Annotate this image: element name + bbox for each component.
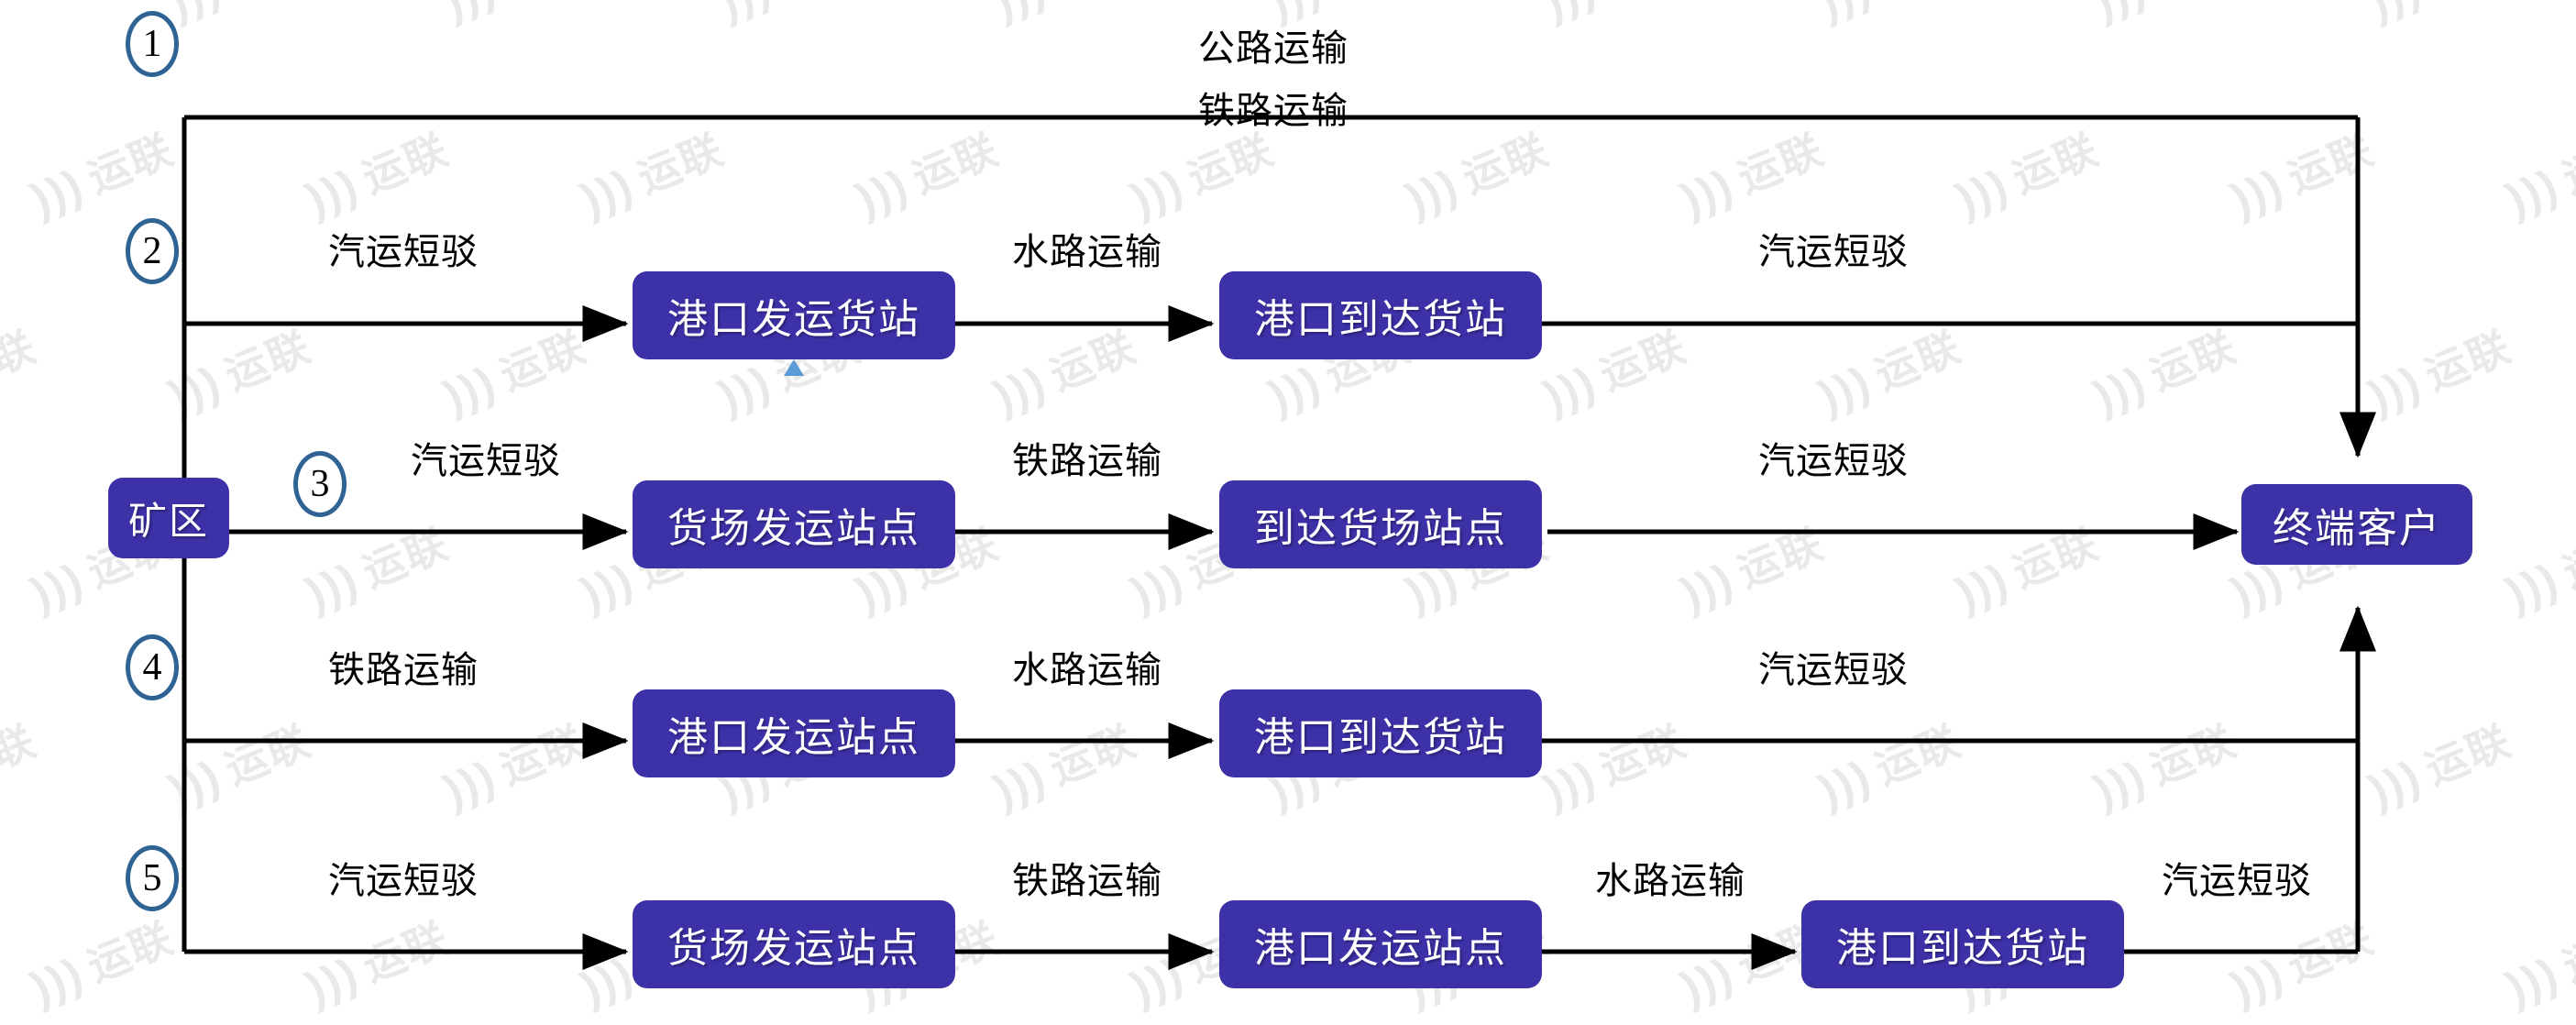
node-route2-origin-port[interactable]: 港口发运货站	[633, 271, 955, 359]
watermark-tile: )))运联	[986, 716, 1143, 818]
watermark-tile: )))运联	[1949, 125, 2106, 226]
watermark-tile: )))运联	[2086, 716, 2243, 818]
edge-label-road-transport: 公路运输	[1198, 28, 1349, 69]
watermark-tile: )))运联	[1399, 125, 1556, 226]
edge-label-rail-transport-top: 铁路运输	[1198, 90, 1349, 131]
watermark-tile: )))运联	[985, 0, 1145, 31]
node-route4-arrival-port[interactable]: 港口到达货站	[1219, 689, 1542, 777]
watermark-tile: )))运联	[2360, 0, 2520, 31]
edge-label-r3-truck-drayage-2: 汽运短驳	[1758, 440, 1909, 481]
watermark-tile: )))运联	[24, 125, 181, 226]
node-label: 港口到达货站	[1254, 715, 1507, 760]
watermark-tile: )))运联	[299, 913, 456, 1015]
node-route5-origin-port[interactable]: 港口发运站点	[1219, 900, 1542, 988]
node-mine[interactable]: 矿区	[108, 478, 229, 558]
edge-label-r5-waterway: 水路运输	[1595, 860, 1745, 901]
watermark-tile: )))运联	[435, 0, 595, 31]
watermark-tile: )))运联	[0, 322, 43, 400]
watermark-tile: )))运联	[1535, 0, 1695, 31]
watermark-tile: )))运联	[0, 0, 44, 31]
watermark-tile: )))运联	[299, 125, 456, 226]
step-marker-3: 3	[293, 451, 347, 517]
watermark-tile: )))运联	[161, 322, 318, 424]
step-marker-4: 4	[126, 634, 179, 700]
watermark-tile: )))运联	[2361, 716, 2518, 818]
node-label: 港口到达货站	[1254, 297, 1507, 342]
edge-label-r2-truck-drayage-2: 汽运短驳	[1758, 231, 1909, 272]
watermark-tile: )))运联	[2086, 322, 2243, 424]
node-route3-origin-yard[interactable]: 货场发运站点	[633, 480, 955, 568]
watermark-tile: )))运联	[1949, 519, 2106, 621]
edge-label-r3-truck-drayage-1: 汽运短驳	[411, 440, 561, 481]
watermark-tile: )))运联	[2499, 519, 2576, 621]
watermark-tile: )))运联	[1674, 125, 1831, 226]
node-route5-origin-yard[interactable]: 货场发运站点	[633, 900, 955, 988]
step-marker-2: 2	[126, 218, 179, 284]
edge-label-r4-rail: 铁路运输	[328, 649, 479, 690]
node-mine-label: 矿区	[127, 501, 209, 544]
watermark-tile: )))运联	[2224, 125, 2381, 226]
watermark-tile: )))运联	[849, 125, 1006, 226]
watermark-tile: )))运联	[2361, 322, 2518, 424]
node-label: 港口到达货站	[1836, 926, 2089, 971]
watermark-tile: )))运联	[1536, 716, 1693, 818]
node-label: 货场发运站点	[667, 506, 920, 551]
watermark-tile: )))运联	[1674, 519, 1831, 621]
step-marker-1: 1	[126, 11, 179, 77]
watermark-tile: )))运联	[299, 519, 456, 621]
watermark-tile: )))运联	[2499, 125, 2576, 226]
watermark-tile: )))运联	[1810, 0, 1970, 31]
stray-triangle-icon	[784, 359, 804, 376]
node-route2-arrival-port[interactable]: 港口到达货站	[1219, 271, 1542, 359]
edge-label-r4-truck-drayage: 汽运短驳	[1758, 649, 1909, 690]
node-label: 到达货场站点	[1254, 506, 1507, 551]
watermark-tile: )))运联	[24, 913, 181, 1015]
node-label: 港口发运站点	[1254, 926, 1507, 971]
node-route3-arrival-yard[interactable]: 到达货场站点	[1219, 480, 1542, 568]
edge-label-r2-waterway: 水路运输	[1012, 231, 1162, 272]
watermark-tile: )))运联	[160, 0, 320, 31]
step-marker-4-label: 4	[142, 646, 162, 689]
watermark-tile: )))运联	[574, 125, 731, 226]
watermark-tile: )))运联	[0, 716, 43, 794]
node-label: 货场发运站点	[667, 926, 920, 971]
edge-label-r5-rail: 铁路运输	[1012, 860, 1162, 901]
watermark-tile: )))运联	[986, 322, 1143, 424]
node-label: 港口发运站点	[667, 715, 920, 760]
node-terminal-label: 终端客户	[2273, 506, 2441, 551]
watermark-tile: )))运联	[161, 716, 318, 818]
edge-label-r3-rail: 铁路运输	[1012, 440, 1162, 481]
step-marker-5: 5	[126, 845, 179, 911]
step-marker-1-label: 1	[142, 23, 162, 65]
edge-label-r5-truck-drayage-1: 汽运短驳	[328, 860, 479, 901]
watermark-tile: )))运联	[436, 322, 593, 424]
watermark-tile: )))运联	[1811, 716, 1968, 818]
watermark-tile: )))运联	[2085, 0, 2245, 31]
step-marker-2-label: 2	[142, 230, 162, 272]
node-terminal-customer[interactable]: 终端客户	[2241, 484, 2472, 565]
edge-label-r5-truck-drayage-2: 汽运短驳	[2162, 860, 2312, 901]
watermark-tile: )))运联	[2499, 913, 2576, 1015]
edge-label-r4-waterway: 水路运输	[1012, 649, 1162, 690]
node-label: 港口发运货站	[667, 297, 920, 342]
node-route5-arrival-port[interactable]: 港口到达货站	[1801, 900, 2124, 988]
watermark-tile: )))运联	[2224, 913, 2381, 1015]
step-marker-5-label: 5	[142, 857, 162, 899]
watermark-tile: )))运联	[436, 716, 593, 818]
watermark-tile: )))运联	[1536, 322, 1693, 424]
watermark-tile: )))运联	[1811, 322, 1968, 424]
node-route4-origin-port[interactable]: 港口发运站点	[633, 689, 955, 777]
step-marker-3-label: 3	[310, 463, 330, 505]
watermark-tile: )))运联	[710, 0, 870, 31]
edge-label-r2-truck-drayage-1: 汽运短驳	[328, 231, 479, 272]
